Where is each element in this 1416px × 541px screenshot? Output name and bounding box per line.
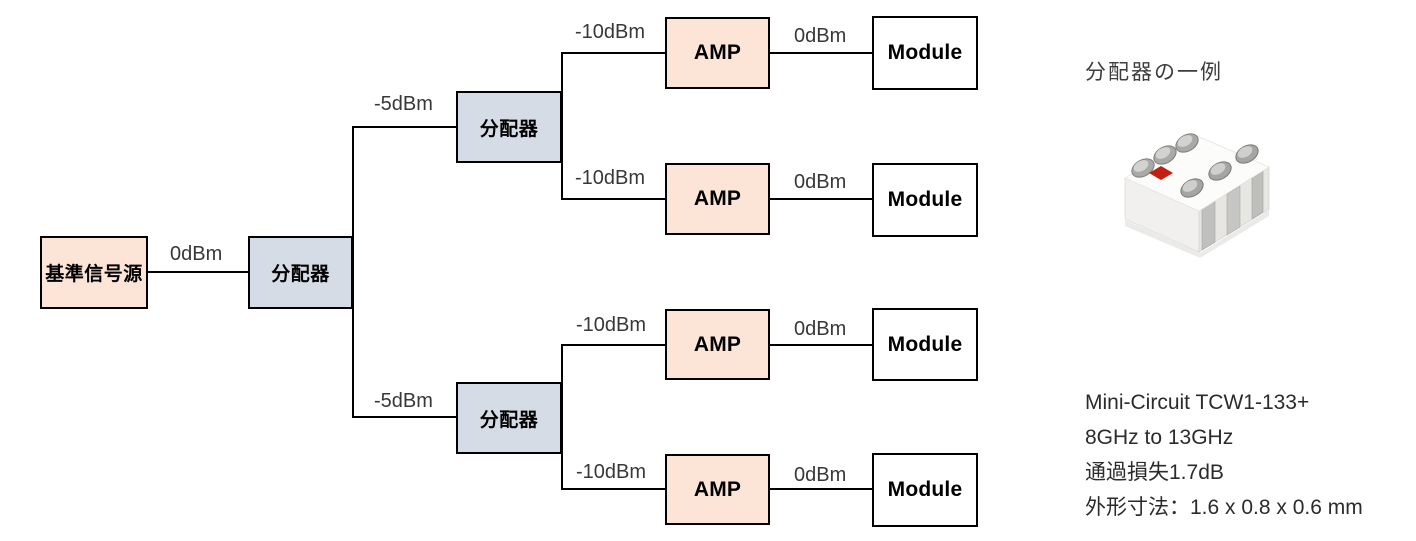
power-label-0dbm-2: 0dBm [794, 171, 847, 193]
power-label-minus5dbm-top: -5dBm [374, 93, 433, 115]
connector-line [770, 344, 872, 346]
connector-line [770, 52, 872, 54]
node-module-3: Module [872, 308, 978, 381]
node-splitter-stage1: 分配器 [248, 236, 353, 309]
power-label-minus10dbm-4: -10dBm [576, 461, 647, 483]
connector-line [770, 488, 872, 490]
power-label-0dbm-1: 0dBm [794, 25, 847, 47]
connector-line [352, 416, 456, 418]
connector-line [561, 344, 665, 346]
chip-red-marking [1149, 166, 1173, 180]
power-label-source-0dbm: 0dBm [170, 243, 223, 265]
splitter-example-caption: 分配器の一例 [1085, 61, 1223, 84]
power-label-minus10dbm-3: -10dBm [576, 314, 647, 336]
power-label-minus10dbm-2: -10dBm [575, 167, 646, 189]
connector-line [561, 52, 665, 54]
chip-terminals-left [1131, 133, 1199, 178]
power-label-0dbm-4: 0dBm [794, 464, 847, 486]
connector-line [148, 271, 248, 273]
spec-line-part-number: Mini-Circuit TCW1-133+ [1085, 391, 1310, 414]
node-amp-1: AMP [665, 17, 770, 89]
connector-line [770, 198, 872, 200]
node-splitter-stage2-top: 分配器 [456, 91, 562, 163]
splitter-chip-photo-icon [1124, 133, 1270, 258]
connector-line [561, 488, 665, 490]
spec-line-frequency-range: 8GHz to 13GHz [1085, 426, 1234, 449]
spec-line-dimensions: 外形寸法：1.6 x 0.8 x 0.6 mm [1085, 496, 1363, 519]
spec-line-insertion-loss: 通過損失1.7dB [1085, 461, 1224, 484]
node-reference-signal-source: 基準信号源 [40, 236, 148, 309]
power-label-0dbm-3: 0dBm [794, 318, 847, 340]
node-amp-4: AMP [665, 454, 770, 525]
power-label-minus10dbm-1: -10dBm [575, 21, 646, 43]
node-module-1: Module [872, 16, 978, 90]
node-splitter-stage2-bottom: 分配器 [456, 382, 562, 454]
chip-terminals-right [1180, 144, 1259, 198]
connector-line [561, 198, 665, 200]
node-amp-2: AMP [665, 163, 770, 235]
node-module-2: Module [872, 163, 978, 237]
connector-line [352, 126, 456, 128]
node-module-4: Module [872, 453, 978, 527]
node-amp-3: AMP [665, 309, 770, 380]
splitter-specs-text: Mini-Circuit TCW1-133+ 8GHz to 13GHz 通過損… [1085, 385, 1363, 525]
power-label-minus5dbm-bottom: -5dBm [374, 390, 433, 412]
